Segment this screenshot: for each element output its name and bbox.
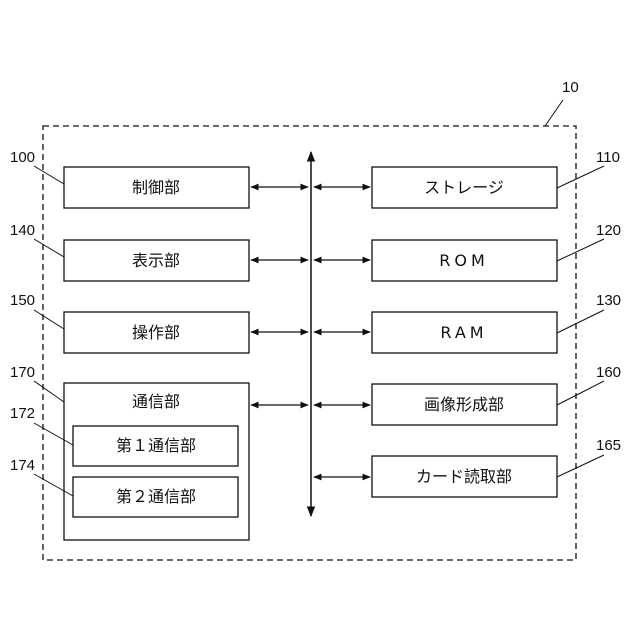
ram-leader [557,310,604,333]
first-comm-unit-ref: 172 [10,405,35,422]
operation-unit-leader [34,310,64,329]
storage-leader [557,166,604,188]
second-comm-unit-ref: 174 [10,457,35,474]
ram-ref: 130 [596,292,621,309]
image-forming-ref: 160 [596,364,621,381]
communication-unit-ref: 170 [10,364,35,381]
image-forming-label: 画像形成部 [424,395,504,414]
device-ref-leader [545,100,563,126]
rom-ref: 120 [596,222,621,239]
storage-ref: 110 [596,149,620,166]
card-reader-ref: 165 [596,437,621,454]
card-reader-label: カード読取部 [416,467,512,486]
ram-label: RAM [440,323,487,342]
image-forming-leader [557,381,604,405]
display-unit-label: 表示部 [132,251,180,270]
control-unit-label: 制御部 [132,178,180,197]
first-comm-unit-label: 第１通信部 [116,436,196,455]
rom-leader [557,239,604,261]
operation-unit-label: 操作部 [132,323,180,342]
card-reader-leader [557,455,604,477]
device-ref-label: 10 [562,79,579,96]
display-unit-leader [34,239,64,257]
control-unit-leader [34,166,64,184]
second-comm-unit-label: 第２通信部 [116,487,196,506]
control-unit-ref: 100 [10,149,35,166]
operation-unit-ref: 150 [10,292,35,309]
storage-label: ストレージ [424,178,504,197]
display-unit-ref: 140 [10,222,35,239]
rom-label: ROM [439,251,489,270]
communication-unit-label: 通信部 [132,392,180,411]
communication-unit-leader [34,381,64,402]
